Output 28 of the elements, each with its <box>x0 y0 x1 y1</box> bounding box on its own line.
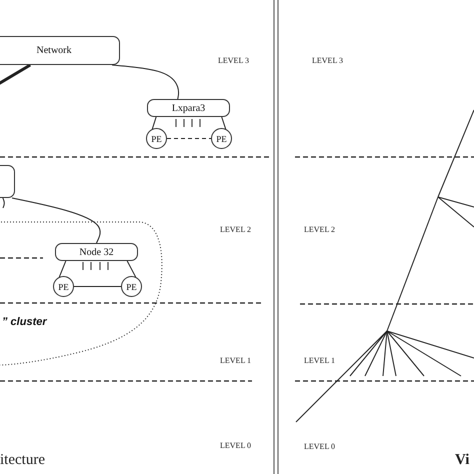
connector-line <box>74 286 122 287</box>
connector-line <box>126 260 136 278</box>
connector-line <box>58 260 66 278</box>
level-label: LEVEL 3 <box>218 56 250 65</box>
pe-circle: PE <box>146 128 167 149</box>
node-box: Network <box>0 36 120 65</box>
level-label: LEVEL 2 <box>304 225 336 234</box>
level-label: LEVEL 2 <box>220 225 252 234</box>
panel-title: Vi <box>455 452 470 469</box>
pe-circle: PE <box>53 276 74 297</box>
connector-line <box>12 198 101 244</box>
level-label: LEVEL 1 <box>220 356 252 365</box>
connector-line <box>166 138 212 139</box>
node-box: Node 32 <box>55 243 138 261</box>
connector-line <box>2 198 5 208</box>
level-label: LEVEL 0 <box>220 441 252 450</box>
pe-circle: PE <box>121 276 142 297</box>
pe-circle: PE <box>211 128 232 149</box>
level-label: LEVEL 0 <box>304 442 336 451</box>
level-label: LEVEL 3 <box>312 56 344 65</box>
connector-line <box>112 64 180 100</box>
connector-line <box>0 64 31 88</box>
panel-title: itecture <box>0 452 45 469</box>
node-box: Lxpara3 <box>147 99 230 117</box>
connector-line <box>152 116 157 130</box>
connector-line <box>221 116 226 130</box>
level-label: LEVEL 1 <box>304 356 336 365</box>
cluster-label: ” cluster <box>2 316 47 328</box>
